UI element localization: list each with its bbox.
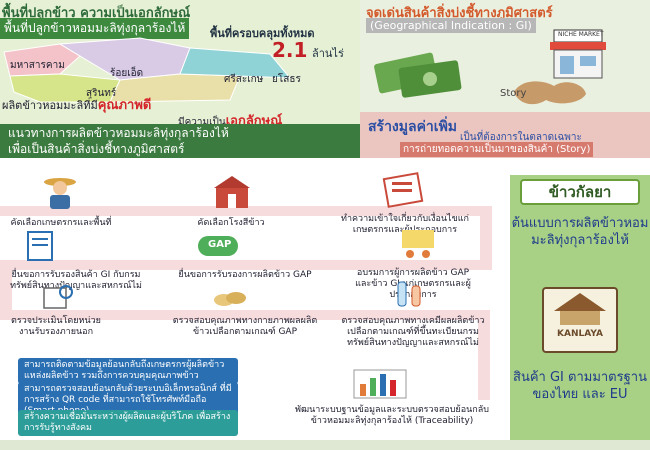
rice-grain-icon [214,292,246,306]
map-region-yasothon [179,47,292,79]
step-7: ตรวจประเมินโดยหน่วยงานรับรองภายนอก [11,316,101,337]
step-1: คัดเลือกเกษตรกรและพื้นที่ [10,218,112,228]
document-icon [382,172,424,208]
coverage-label: พื้นที่ครอบคลุมทั้งหมด [210,27,315,40]
brand-title: ข้าวกัลยา [520,179,640,205]
kanlaya-panel: ข้าวกัลยา ต้นแบบการผลิตข้าวหอมมะลิทุ่งกุ… [510,175,650,445]
rice-area-panel: พื้นที่ปลูกข้าว ความเป็นเอกลักษณ์ พื้นที… [0,0,360,158]
area-heading: พื้นที่ปลูกข้าว ความเป็นเอกลักษณ์ [2,6,191,21]
money-icon [374,52,462,98]
step-4: ยื่นขอการรับรองสินค้า GI กับกรมทรัพย์สิน… [10,270,142,291]
niche-market-icon [550,29,606,79]
map-region-sisaket [109,73,241,103]
application-form-icon [27,231,53,261]
step-2: คัดเลือกโรงสีข้าว [197,218,265,228]
house-logo-icon [554,293,606,325]
training-icon [402,230,434,258]
gap-badge-label: GAP [208,239,232,250]
process-flow: คัดเลือกเกษตรกรและพื้นที่ คัดเลือกโรงสีข… [0,160,510,450]
niche-market-label: NICHE MARKET [558,31,604,38]
area-subheading: พื้นที่ปลูกข้าวหอมมะลิทุ่งกุลาร้องไห้ [0,18,190,39]
farmer-icon [44,178,76,209]
kanlaya-logo: KANLAYA [542,287,618,353]
benefit-3: สร้างความเชื่อมั่นระหว่างผู้ผลิตและผู้บร… [18,410,238,436]
gi-heading: จุดเด่นสินค้าสิ่งบ่งชี้ทางภูมิศาสตร์ [366,6,553,21]
flow-arrow-turn1 [480,206,492,266]
region-label-sisaket: ศรีสะเกษ [224,74,264,85]
flow-arrow-row1 [0,206,490,216]
flow-arrow-row3 [0,310,490,320]
gap-badge-icon [198,236,238,256]
region-label-mahasarakham: มหาสารคาม [10,60,65,71]
rice-mill-icon [214,176,250,208]
value-add-line2: เป็นที่ต้องการในตลาดเฉพาะ [460,132,582,143]
standard-text: สินค้า GI ตามมาตรฐานของไทย และ EU [513,370,647,402]
inspection-icon [43,285,73,309]
region-label-yasothon: ยโสธร [272,74,301,85]
step-9: ตรวจสอบคุณภาพทางเคมีผลผลิตข้าวเปลือกตามเ… [341,316,485,348]
benefit-1: สามารถติดตามข้อมูลย้อนกลับถึงเกษตรกรผู้ผ… [18,358,238,384]
traceability-chart-icon [353,369,407,399]
traceability-text: พัฒนาระบบฐานข้อมูลและระบบตรวจสอบย้อนกลับ… [295,405,489,426]
step-5: ยื่นขอการรับรองการผลิตข้าว GAP [178,270,312,280]
logo-text: KANLAYA [557,329,603,339]
flow-arrow-down [478,310,490,400]
region-label-surin: สุรินทร์ [86,88,117,99]
coverage-value: 2.1 [272,38,308,62]
value-add-line3: การถ่ายทอดความเป็นมาของสินค้า (Story) [400,142,594,157]
flow-arrow-row2 [0,260,492,270]
province-map [3,37,292,103]
quality-text: ผลิตข้าวหอมมะลิที่มีคุณภาพดี [2,98,152,113]
coverage-unit: ล้านไร่ [312,47,344,60]
story-label: Story [500,88,527,99]
map-region-mahasarakham [3,43,81,77]
lab-test-icon [397,281,421,307]
guideline-line1: แนวทางการผลิตข้าวหอมมะลิทุ่งกุลาร้องไห้ [8,126,229,140]
region-label-roiet: ร้อยเอ็ด [110,68,144,79]
model-text: ต้นแบบการผลิตข้าวหอมมะลิทุ่งกุลาร้องไห้ [511,216,649,248]
flow-arrow-turn2 [0,260,12,320]
gi-highlight-panel: จุดเด่นสินค้าสิ่งบ่งชี้ทางภูมิศาสตร์ (Ge… [360,0,650,158]
guideline-line2: เพื่อเป็นสินค้าสิ่งบ่งชี้ทางภูมิศาสตร์ [8,142,185,156]
value-add-title: สร้างมูลค่าเพิ่ม [368,119,458,135]
step-8: ตรวจสอบคุณภาพทางกายภาพผลผลิตข้าวเปลือกตา… [172,316,318,337]
guideline-banner: แนวทางการผลิตข้าวหอมมะลิทุ่งกุลาร้องไห้ … [0,124,360,158]
gi-subheading: (Geographical Indication : GI) [366,18,536,33]
footer-strip [0,440,650,450]
story-map-icon [514,81,586,105]
